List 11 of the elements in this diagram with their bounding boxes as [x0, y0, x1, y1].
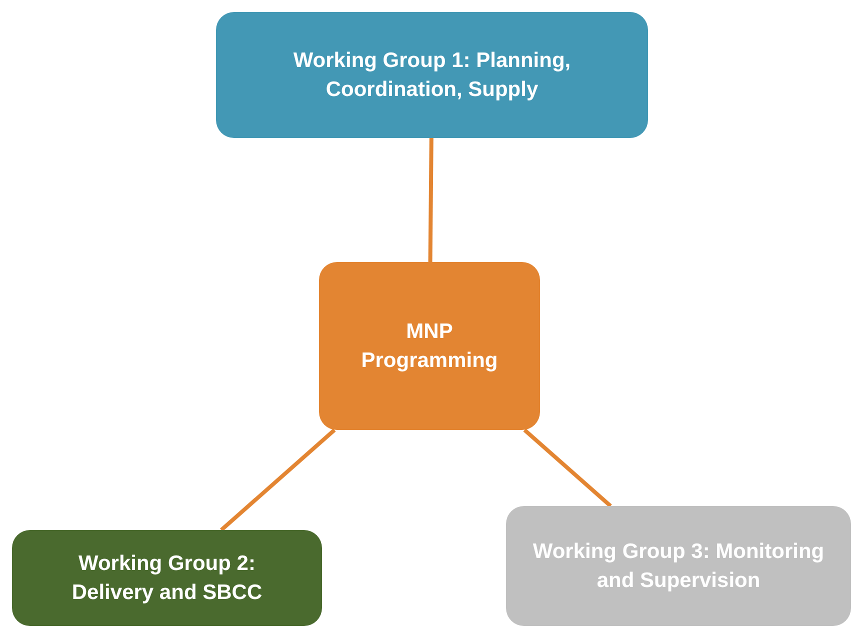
group-box: [216, 12, 648, 138]
group-box: [506, 506, 851, 626]
connector-line: [523, 428, 612, 508]
box-label: Working Group 3: Monitoring and Supervision: [532, 539, 826, 594]
connector-line: [428, 138, 434, 262]
box-label: Working Group 1: Planning, Coordination, Supply: [292, 48, 572, 103]
connector-line: [220, 428, 336, 532]
group-box: [12, 530, 322, 626]
group-box: [319, 262, 540, 430]
box-label: Working Group 2: Delivery and SBCC: [70, 551, 264, 606]
box-label: MNP Programming: [360, 319, 499, 374]
